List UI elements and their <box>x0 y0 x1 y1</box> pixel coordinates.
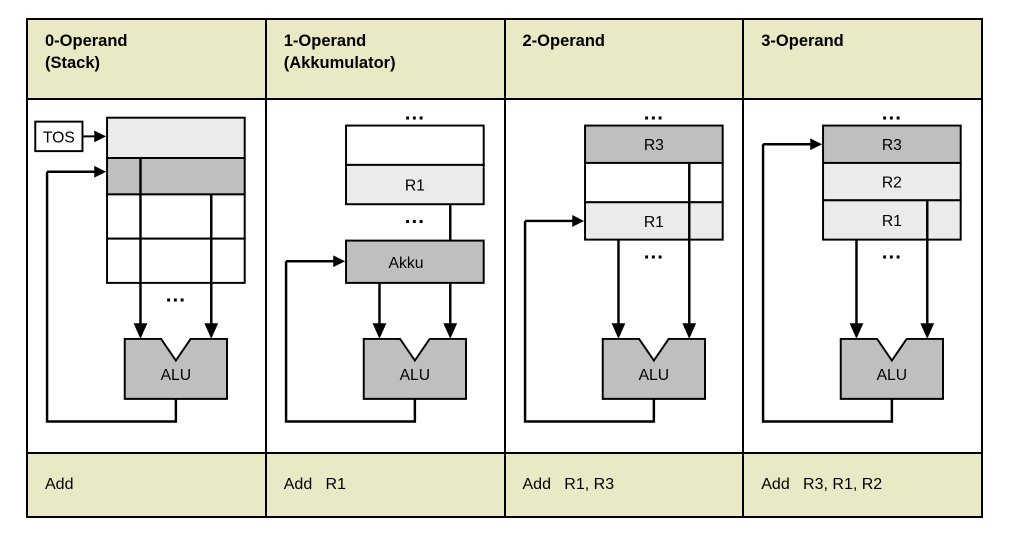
register-label-r1: R1 <box>643 214 663 231</box>
result-feedback-path <box>523 215 655 423</box>
diagram-cell-one-operand: ... R1 ... <box>266 100 506 452</box>
header-cell-three-operand: 3-Operand <box>744 20 981 98</box>
instruction-three-operand: Add R3, R1, R2 <box>761 476 883 493</box>
column-title-two-operand: 2-Operand <box>522 32 606 50</box>
register-label-r3: R3 <box>882 137 902 154</box>
result-feedback-path <box>762 138 894 423</box>
memory-box: R1 <box>344 124 485 206</box>
diagram-cell-zero-operand: TOS . <box>28 100 267 452</box>
operand-bus-left <box>372 282 387 339</box>
instruction-two-operand: Add R1, R3 <box>522 476 615 493</box>
operand-bus-right <box>204 194 219 339</box>
stack-ellipsis: ... <box>166 284 186 307</box>
table-diagram-row: TOS . <box>28 100 981 454</box>
table-header-row: 0-Operand (Stack) 1-Operand (Akkumulator… <box>28 20 981 100</box>
instruction-cell-three-operand: Add R3, R1, R2 <box>744 454 981 516</box>
memory-bottom-ellipsis: ... <box>405 205 425 228</box>
tos-pointer: TOS <box>34 120 107 153</box>
register-label-r1: R1 <box>882 213 902 230</box>
accumulator-machine-diagram: ... R1 ... <box>267 100 504 452</box>
stack-box <box>106 116 246 284</box>
header-cell-zero-operand: 0-Operand (Stack) <box>28 20 267 98</box>
result-feedback-path <box>284 255 416 423</box>
regfile-bottom-ellipsis: ... <box>643 240 663 263</box>
column-title-one-operand: 1-Operand (Akkumulator) <box>283 32 396 72</box>
instruction-one-operand: Add R1 <box>283 476 347 493</box>
operand-bus-left <box>611 239 625 339</box>
header-cell-one-operand: 1-Operand (Akkumulator) <box>266 20 506 98</box>
memory-top-ellipsis: ... <box>405 102 425 125</box>
header-cell-two-operand: 2-Operand <box>505 20 745 98</box>
diagram-cell-three-operand: ... R3 R2 R1 ... <box>744 100 981 452</box>
operand-bus-left <box>133 158 148 339</box>
alu-label: ALU <box>638 367 669 384</box>
instruction-cell-one-operand: Add R1 <box>266 454 506 516</box>
diagram-cell-two-operand: ... R3 R1 ... <box>505 100 745 452</box>
column-title-three-operand: 3-Operand <box>761 32 844 50</box>
regfile-top-ellipsis: ... <box>643 102 663 125</box>
regfile-bottom-ellipsis: ... <box>882 240 902 263</box>
operand-formats-table: 0-Operand (Stack) 1-Operand (Akkumulator… <box>26 18 983 518</box>
alu-block: ALU <box>840 337 945 400</box>
column-title-zero-operand: 0-Operand (Stack) <box>45 32 128 72</box>
register-label-r1: R1 <box>405 177 425 194</box>
operand-bus-right <box>920 200 935 339</box>
instruction-zero-operand: Add <box>45 476 74 493</box>
regfile-top-ellipsis: ... <box>882 102 902 125</box>
register-file-box: R3 R2 R1 <box>822 124 962 241</box>
instruction-cell-zero-operand: Add <box>28 454 267 516</box>
alu-label: ALU <box>399 367 430 384</box>
operand-bus-left <box>849 239 864 339</box>
register-label-r3: R3 <box>643 137 663 154</box>
alu-label: ALU <box>161 367 192 384</box>
accumulator-label: Akku <box>388 255 423 272</box>
alu-label: ALU <box>877 367 908 384</box>
alu-block: ALU <box>362 337 467 400</box>
two-operand-machine-diagram: ... R3 R1 ... <box>506 100 743 452</box>
instruction-cell-two-operand: Add R1, R3 <box>505 454 745 516</box>
alu-block: ALU <box>601 337 706 400</box>
register-label-r2: R2 <box>882 175 902 192</box>
three-operand-machine-diagram: ... R3 R2 R1 ... <box>744 100 981 452</box>
accumulator-block: Akku <box>344 239 485 284</box>
register-file-box: R3 R1 <box>583 124 724 241</box>
result-feedback-path <box>45 165 178 423</box>
tos-label: TOS <box>43 129 75 146</box>
operand-bus-right <box>681 162 696 339</box>
table-instruction-row: Add Add R1 Add R1, R3 Add R3, R1, R2 <box>28 454 981 516</box>
stack-machine-diagram: TOS . <box>28 100 265 452</box>
alu-block: ALU <box>123 337 228 400</box>
